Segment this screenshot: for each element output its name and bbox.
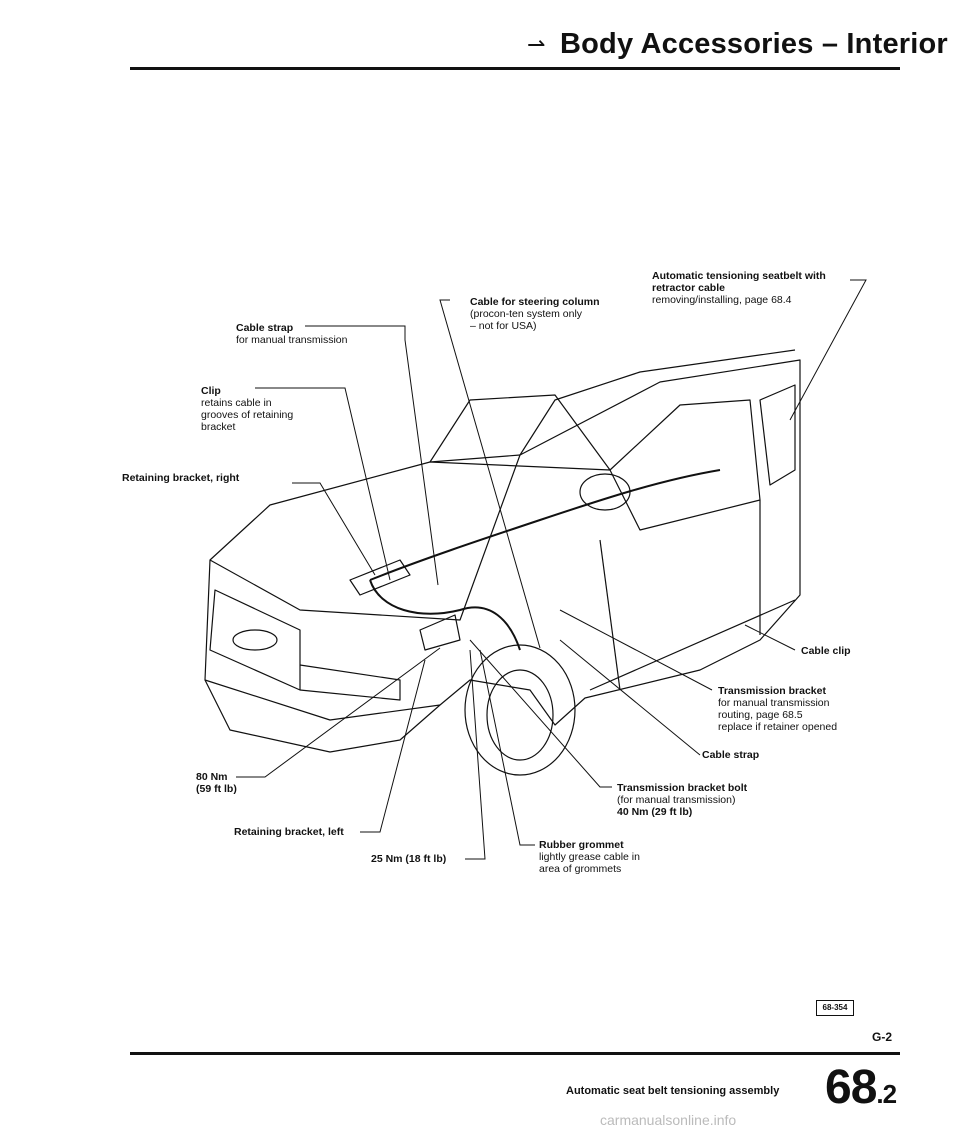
door-line	[599, 539, 621, 691]
label-retaining-bracket-left: Retaining bracket, left	[234, 826, 344, 838]
front-wheel-hub	[486, 669, 554, 761]
header-rule	[130, 67, 900, 70]
sill	[589, 599, 796, 691]
side-window	[609, 399, 761, 531]
bumper	[204, 679, 441, 721]
rear-window	[759, 384, 796, 486]
car-body-outline	[204, 359, 801, 753]
label-cable-strap-manual: Cable strap for manual transmission	[236, 322, 348, 346]
seatbelt-cable	[369, 469, 721, 581]
label-torque-80: 80 Nm (59 ft lb)	[196, 771, 237, 795]
section-number: 68.2	[825, 1061, 897, 1114]
label-auto-seatbelt: Automatic tensioning seatbelt with retra…	[652, 270, 826, 306]
page-title: Body Accessories – Interior	[560, 28, 948, 60]
label-cable-strap: Cable strap	[702, 749, 760, 761]
label-torque-25: 25 Nm (18 ft lb)	[371, 853, 447, 865]
label-transmission-bracket-bolt: Transmission bracket bolt (for manual tr…	[617, 782, 748, 818]
windshield	[429, 394, 611, 471]
grille	[209, 589, 301, 691]
label-steering-cable: Cable for steering column (procon-ten sy…	[470, 296, 600, 332]
label-rubber-grommet: Rubber grommet lightly grease cable in a…	[539, 839, 640, 875]
page-code: G-2	[872, 1030, 893, 1044]
retaining-bracket-left	[419, 614, 461, 651]
front-wheel	[464, 644, 576, 776]
label-transmission-bracket: Transmission bracket for manual transmis…	[718, 685, 838, 733]
retaining-bracket-right	[349, 559, 411, 596]
cable-loop	[369, 579, 521, 651]
label-cable-clip: Cable clip	[801, 645, 851, 657]
car-roof	[519, 349, 796, 456]
grille-logo	[232, 629, 278, 651]
headlight	[299, 664, 401, 701]
label-retaining-bracket-right: Retaining bracket, right	[122, 472, 240, 484]
footer-caption: Automatic seat belt tensioning assembly	[566, 1085, 780, 1097]
footer-rule	[130, 1052, 900, 1055]
watermark: carmanualsonline.info	[600, 1112, 737, 1128]
arrow-pointer-icon: ⇀	[527, 32, 546, 57]
figure-code: 68-354	[816, 1000, 854, 1016]
label-clip: Clip retains cable in grooves of retaini…	[201, 385, 294, 433]
